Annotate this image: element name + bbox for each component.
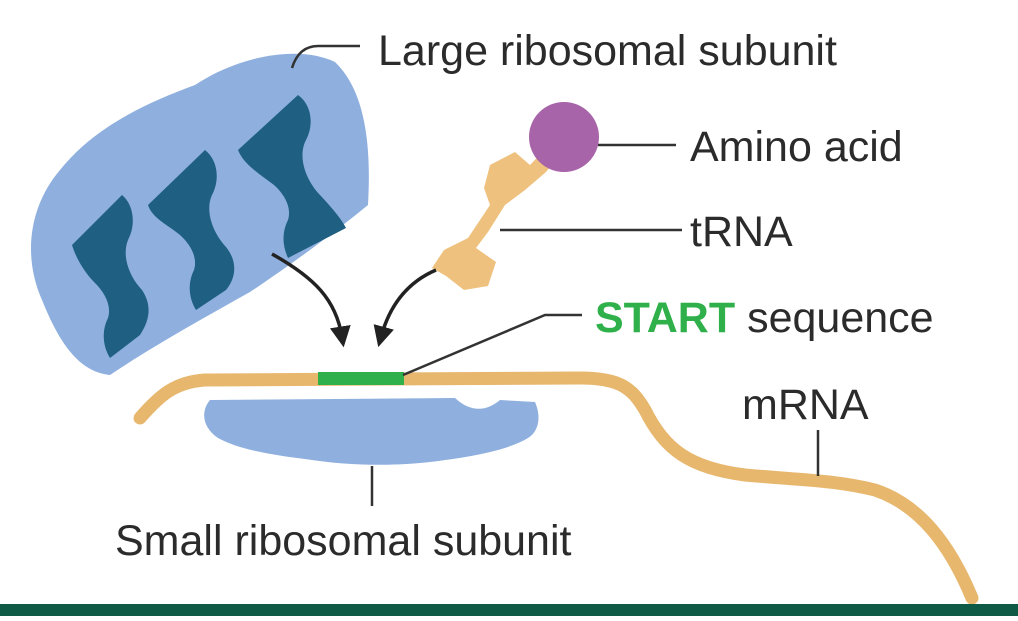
- large-subunit-site-1: [72, 195, 149, 358]
- large-subunit-site-2: [148, 150, 235, 310]
- arrow-large-subunit: [271, 252, 351, 348]
- bottom-bar: [0, 604, 1018, 616]
- label-mrna: mRNA: [742, 381, 869, 429]
- trna: [432, 142, 564, 290]
- start-sequence: [318, 372, 404, 385]
- large-ribosomal-subunit: [30, 53, 369, 375]
- label-trna: tRNA: [690, 208, 793, 256]
- mrna-strand: [133, 371, 979, 605]
- arrow-trna: [373, 268, 437, 348]
- sequence-word: sequence: [735, 294, 934, 342]
- label-small-ribosomal-subunit: Small ribosomal subunit: [115, 517, 572, 565]
- leader-start-sequence: [402, 313, 582, 377]
- small-ribosomal-subunit: [204, 398, 539, 465]
- label-amino-acid: Amino acid: [690, 123, 903, 171]
- label-large-ribosomal-subunit: Large ribosomal subunit: [378, 27, 837, 75]
- large-subunit-site-3: [238, 95, 346, 258]
- start-word: START: [595, 294, 736, 342]
- amino-acid: [529, 102, 599, 172]
- label-start-sequence: START sequence: [595, 297, 934, 340]
- leader-large-subunit: [290, 44, 360, 69]
